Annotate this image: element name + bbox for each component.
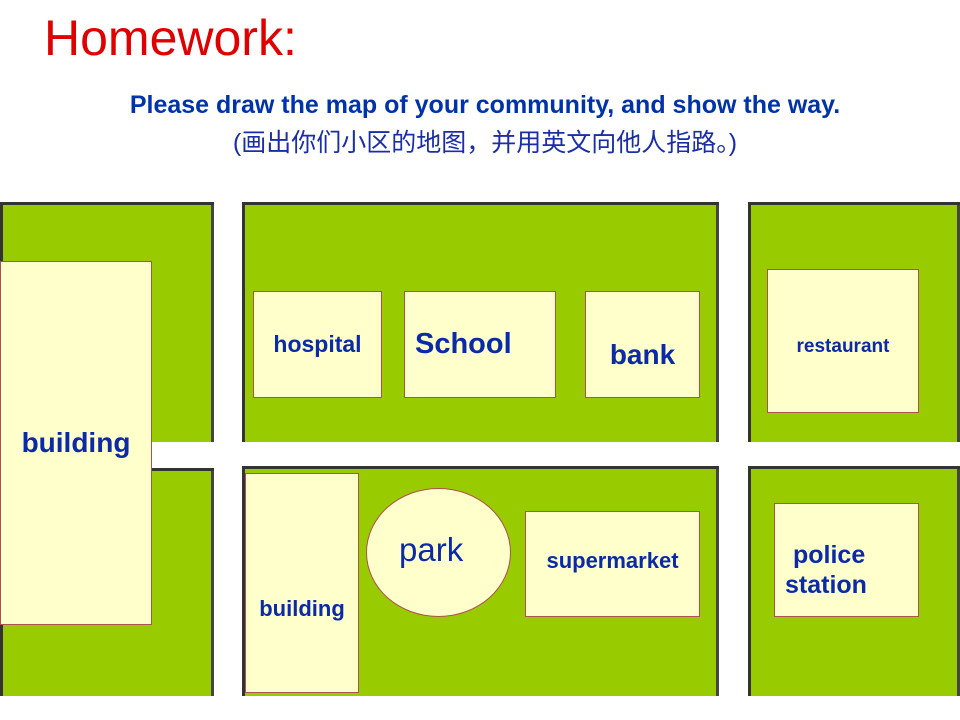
police-station: police station (774, 503, 919, 617)
building-middle-label: building (259, 596, 345, 621)
hospital: hospital (253, 291, 382, 398)
instruction-english: Please draw the map of your community, a… (129, 91, 841, 119)
park-label: park (399, 531, 464, 568)
supermarket-label: supermarket (546, 548, 679, 573)
bank: bank (585, 291, 700, 398)
building-left: building (0, 261, 152, 625)
restaurant-label: restaurant (796, 336, 890, 357)
building-middle: building (245, 473, 359, 693)
slide-title: Homework: (44, 10, 297, 66)
police-station-label-line1: police (793, 541, 866, 569)
park: park (366, 488, 511, 617)
hospital-label: hospital (273, 330, 362, 357)
school-label: School (415, 328, 512, 361)
police-station-label-line2: station (785, 571, 867, 599)
restaurant: restaurant (767, 269, 919, 413)
school: School (404, 291, 556, 398)
supermarket: supermarket (525, 511, 700, 617)
instruction-chinese: (画出你们小区的地图，并用英文向他人指路。) (232, 129, 738, 157)
building-left-label: building (21, 427, 131, 459)
bank-label: bank (609, 338, 676, 370)
